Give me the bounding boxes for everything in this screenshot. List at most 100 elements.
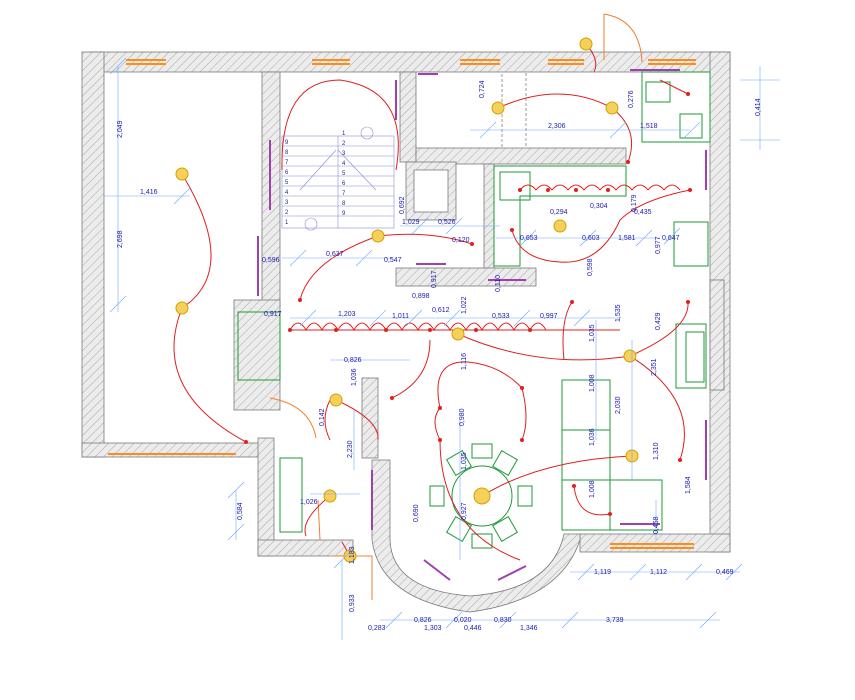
wall-interior-3 [399, 71, 417, 163]
dim-label: 2,306 [548, 123, 566, 130]
chimney-inner [413, 169, 449, 213]
dim-label: 0,826 [414, 617, 432, 624]
dim-label: 0,692 [399, 196, 406, 214]
dim-label: 0,533 [492, 313, 510, 320]
dim-label: 1,518 [640, 123, 658, 130]
dim-label: 0,724 [479, 80, 486, 98]
stair-step-right-2: 2 [342, 141, 346, 147]
dim-label: 0,020 [454, 617, 472, 624]
wall-lower-left-room [257, 437, 275, 557]
light-8[interactable] [451, 327, 465, 341]
dim-label: 1,584 [685, 476, 692, 494]
windows [108, 59, 696, 549]
dim-label: 0,997 [540, 313, 558, 320]
light-10[interactable] [329, 393, 343, 407]
dim-label: 0,429 [655, 312, 662, 330]
light-4[interactable] [491, 101, 505, 115]
stair-numbers: 9 8 7 6 5 4 3 2 1 1 2 3 4 5 6 7 8 9 [285, 131, 346, 226]
wall-interior-5 [483, 163, 495, 275]
dim-label: 0,647 [662, 235, 680, 242]
light-7[interactable] [371, 229, 385, 243]
dim-label: 1,036 [351, 368, 358, 386]
dim-label: 1,029 [402, 219, 420, 226]
wall-lower-left-bottom [257, 539, 354, 557]
dim-label: 0,584 [237, 502, 244, 520]
stair-step-right-1: 1 [342, 131, 346, 137]
dim-label: 0,283 [368, 625, 386, 632]
dim-label: 2,351 [651, 358, 658, 376]
stair-step-left-7: 7 [285, 160, 289, 166]
wall-interior-6 [395, 267, 537, 287]
dim-label: 0,446 [464, 625, 482, 632]
doors [269, 13, 643, 600]
dim-label: 1,203 [338, 311, 356, 318]
dim-label: 0,653 [520, 235, 538, 242]
stair-step-left-3: 3 [285, 200, 289, 206]
stair-step-left-1: 1 [285, 220, 289, 226]
dim-label: 0,917 [431, 270, 438, 288]
furniture [237, 71, 711, 549]
dim-label: 0,142 [319, 408, 326, 426]
light-14-dining[interactable] [473, 487, 491, 505]
dim-label: 1,310 [653, 442, 660, 460]
dim-label: 1,035 [461, 452, 468, 470]
fixtures [257, 69, 707, 581]
stair-step-left-2: 2 [285, 210, 289, 216]
dim-label: 0,526 [438, 219, 456, 226]
extension-lines [104, 57, 780, 640]
dim-label: 0,917 [264, 311, 282, 318]
wall-interior-7 [709, 279, 725, 391]
stair-step-left-6: 6 [285, 170, 289, 176]
dim-label: 1,116 [461, 353, 468, 370]
dim-label: 0,603 [582, 235, 600, 242]
stair-step-left-9: 9 [285, 140, 289, 146]
dim-label: 0,690 [413, 504, 420, 522]
dim-label: 0,547 [384, 257, 402, 264]
dim-label: 0,596 [262, 257, 280, 264]
light-3[interactable] [579, 37, 593, 51]
light-2[interactable] [175, 301, 189, 315]
dim-label: 1,008 [589, 480, 596, 498]
dim-label: 0,179 [631, 194, 638, 212]
dim-label: 1,026 [300, 499, 318, 506]
dim-label: 0,469 [716, 569, 734, 576]
dim-label: 0,458 [653, 516, 660, 534]
dim-label: 1,183 [349, 546, 356, 564]
dim-label: 0,294 [550, 209, 568, 216]
dim-label: 0,612 [432, 307, 450, 314]
stair-step-right-9: 9 [342, 211, 346, 217]
curved-wall [371, 459, 581, 613]
light-9[interactable] [623, 349, 637, 363]
outlets [244, 92, 692, 516]
light-5[interactable] [605, 101, 619, 115]
dim-label: 1,303 [424, 625, 442, 632]
stair-step-right-4: 4 [342, 161, 346, 167]
dimension-labels: 2,049 1,416 2,698 0,724 2,306 0,276 1,51… [117, 80, 762, 632]
dim-label: 2,230 [347, 440, 354, 458]
dim-label: 2,049 [117, 120, 124, 138]
dim-label: 0,927 [461, 502, 468, 520]
dim-label: 2,698 [117, 230, 124, 248]
dim-label: 1,036 [589, 428, 596, 446]
dim-label: 0,933 [349, 594, 356, 612]
dim-label: 0,826 [344, 357, 362, 364]
dim-label: 1,035 [589, 324, 596, 342]
dim-label: 2,030 [615, 396, 622, 414]
dim-label: 0,120 [452, 237, 470, 244]
dim-label: 0,276 [628, 90, 635, 108]
light-13[interactable] [343, 549, 357, 563]
stair-step-right-7: 7 [342, 191, 346, 197]
dim-label: 1,022 [461, 296, 468, 314]
light-6[interactable] [553, 219, 567, 233]
dim-label: 1,535 [615, 304, 622, 322]
light-1[interactable] [175, 167, 189, 181]
stair-step-right-3: 3 [342, 151, 346, 157]
stair-step-right-6: 6 [342, 181, 346, 187]
wall-left [81, 51, 105, 458]
dim-label: 1,416 [140, 189, 158, 196]
wall-interior-2 [233, 299, 281, 411]
light-12[interactable] [323, 489, 337, 503]
dim-label: 1,112 [650, 569, 667, 576]
dim-label: 0,598 [587, 258, 594, 276]
